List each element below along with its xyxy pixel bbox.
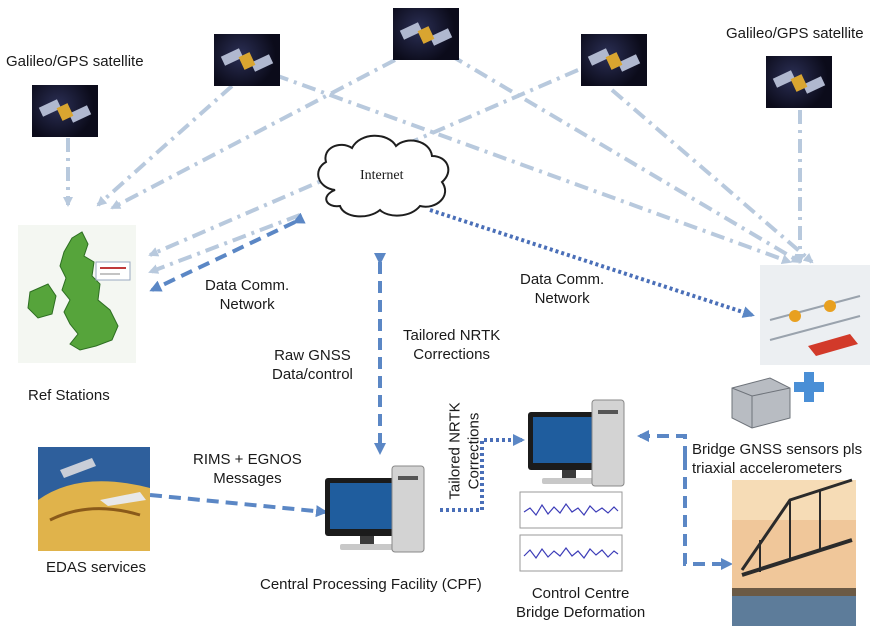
cpf-computer-image	[325, 465, 425, 553]
label-tailored-nrtk-line2: Corrections	[413, 346, 490, 363]
uk-map-image	[18, 225, 136, 363]
label-bridge-sensors-line1: Bridge GNSS sensors pls	[692, 441, 863, 458]
link-cpf-control	[440, 434, 525, 512]
label-edas: EDAS services	[46, 559, 147, 576]
link-internet-bridge	[429, 208, 755, 318]
sensor-box-image	[731, 377, 791, 429]
control-computer-image	[528, 399, 625, 487]
label-rims-egnos: RIMS + EGNOS Messages	[193, 450, 302, 488]
label-bridge-sensors-line2: triaxial accelerometers	[692, 460, 843, 477]
label-data-comm-left: Data Comm. Network	[205, 276, 289, 314]
label-data-comm-right-line1: Data Comm.	[520, 271, 605, 288]
satellite-icon-3	[393, 8, 459, 60]
link-sat4-bridge	[610, 88, 814, 264]
link-internet-ref	[149, 212, 306, 292]
label-satellite-right: Galileo/GPS satellite	[726, 25, 864, 42]
label-control-centre-line1: Control Centre	[531, 585, 630, 602]
bridge-gnss-render	[760, 265, 870, 365]
link-bridge-control	[637, 430, 687, 458]
label-raw-gnss: Raw GNSS Data/control	[272, 346, 353, 384]
label-tailored-nrtk-line1: Tailored NRTK	[403, 327, 501, 344]
link-sat2-ref	[96, 84, 234, 207]
satellite-icon-4	[581, 34, 647, 86]
label-rims-line1: RIMS + EGNOS	[193, 451, 302, 468]
label-tailored-vertical-line1: Tailored NRTK	[446, 402, 464, 500]
label-tailored-vertical-line2: Corrections	[465, 412, 483, 490]
edas-image	[38, 447, 150, 551]
label-satellite-left: Galileo/GPS satellite	[6, 53, 144, 70]
label-control-centre: Control Centre Bridge Deformation	[516, 584, 645, 622]
label-raw-gnss-line1: Raw GNSS	[274, 347, 351, 364]
label-tailored-vertical: Tailored NRTK Corrections	[446, 402, 484, 499]
satellite-icon-5	[766, 56, 832, 108]
label-internet: Internet	[360, 168, 404, 183]
label-ref-stations: Ref Stations	[28, 387, 110, 404]
label-raw-gnss-line2: Data/control	[272, 366, 353, 383]
label-data-comm-right: Data Comm. Network	[520, 270, 604, 308]
label-data-comm-right-line2: Network	[534, 290, 590, 307]
label-rims-line2: Messages	[213, 470, 282, 487]
link-sat3-ref	[110, 58, 396, 210]
link-control-bridge-photo	[683, 458, 733, 570]
bridge-photo	[732, 478, 856, 626]
link-sat3-bridge	[448, 53, 802, 264]
plus-icon	[794, 372, 824, 402]
satellite-icon-2	[214, 34, 280, 86]
label-control-centre-line2: Bridge Deformation	[516, 604, 646, 621]
label-data-comm-left-line2: Network	[219, 296, 275, 313]
label-cpf: Central Processing Facility (CPF)	[260, 576, 482, 593]
link-edas-cpf	[149, 493, 328, 518]
label-bridge-sensors: Bridge GNSS sensors pls triaxial acceler…	[692, 440, 862, 478]
label-tailored-nrtk: Tailored NRTK Corrections	[403, 326, 500, 364]
internet-cloud	[317, 134, 450, 218]
satellite-icon-1	[32, 85, 98, 137]
link-sat2-bridge	[274, 73, 792, 264]
label-data-comm-left-line1: Data Comm.	[205, 277, 290, 294]
deformation-plots	[519, 491, 623, 572]
